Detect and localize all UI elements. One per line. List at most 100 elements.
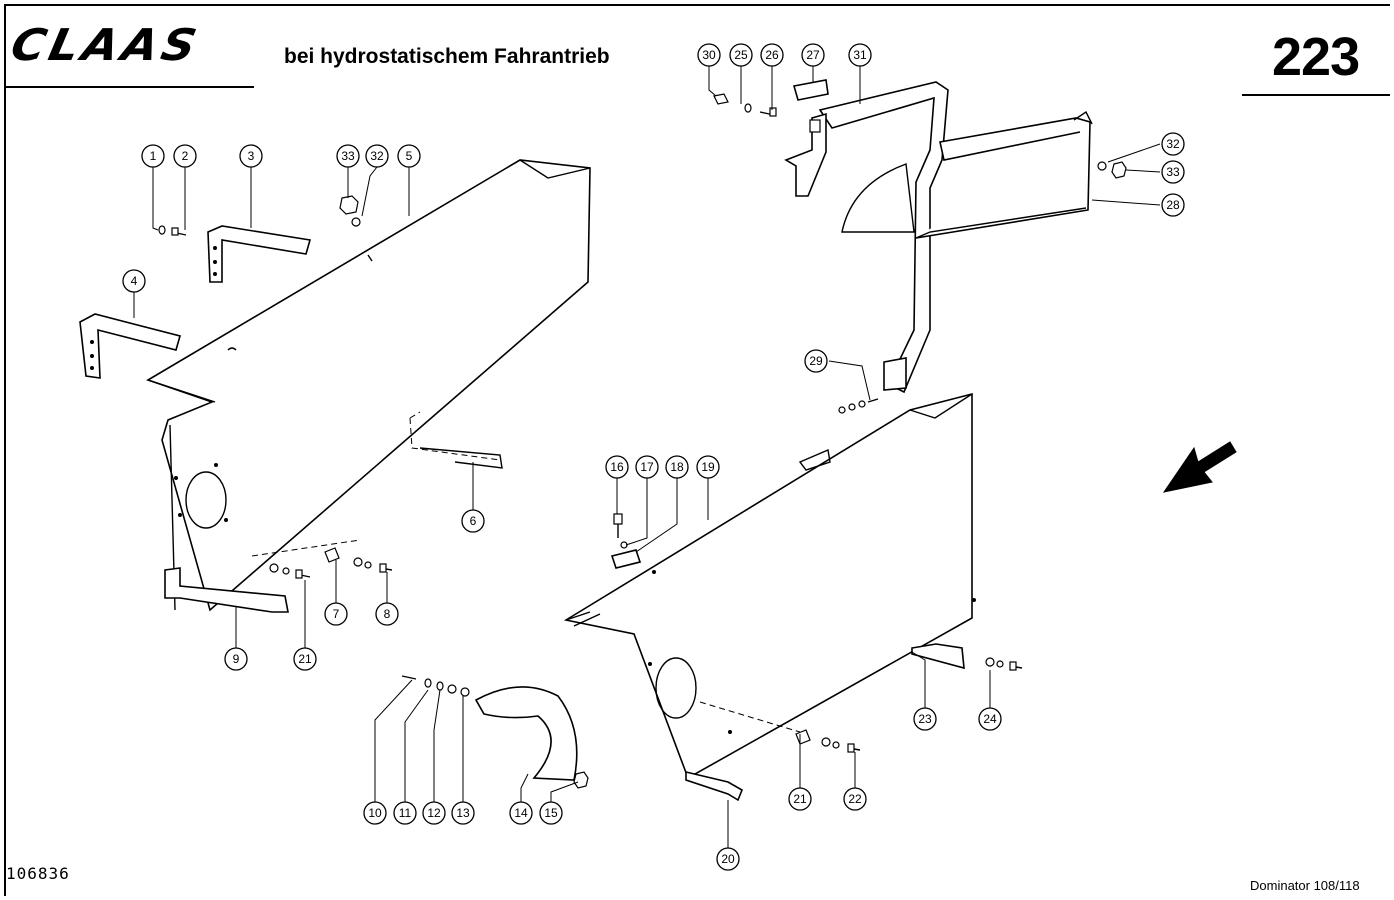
callout-label: 33 bbox=[341, 149, 355, 163]
callout-circle bbox=[393, 801, 417, 825]
callout-c11: 11 bbox=[393, 801, 417, 825]
callout-circle bbox=[375, 602, 399, 626]
callout-c1: 1 bbox=[141, 144, 165, 168]
callout-c31: 31 bbox=[848, 43, 872, 67]
hardware-32-33-right bbox=[1097, 161, 1127, 179]
right-cover-panel bbox=[563, 392, 976, 780]
callout-circle bbox=[697, 43, 721, 67]
callout-circle bbox=[696, 455, 720, 479]
callout-label: 32 bbox=[370, 149, 384, 163]
callout-label: 33 bbox=[1166, 165, 1180, 179]
callout-label: 1 bbox=[150, 149, 157, 163]
callout-label: 17 bbox=[640, 460, 654, 474]
callout-c6: 6 bbox=[461, 509, 485, 533]
bracket-23 bbox=[911, 643, 1023, 671]
callout-label: 21 bbox=[298, 652, 312, 666]
hardware-29 bbox=[838, 398, 879, 414]
bracket-9 bbox=[164, 567, 289, 613]
header-rule-left bbox=[4, 86, 254, 88]
callout-circle bbox=[1161, 193, 1185, 217]
callout-c28: 28 bbox=[1161, 193, 1185, 217]
model-name: Dominator 108/118 bbox=[1250, 878, 1360, 893]
callout-label: 13 bbox=[456, 806, 470, 820]
callout-label: 27 bbox=[806, 48, 820, 62]
callout-c23: 23 bbox=[913, 707, 937, 731]
callout-c14: 14 bbox=[509, 801, 533, 825]
callout-c3: 3 bbox=[239, 144, 263, 168]
callout-label: 31 bbox=[853, 48, 867, 62]
callout-c10: 10 bbox=[363, 801, 387, 825]
bracket-4 bbox=[79, 313, 181, 379]
callout-c32a: 32 bbox=[365, 144, 389, 168]
callout-circle bbox=[978, 707, 1002, 731]
callout-circle bbox=[224, 647, 248, 671]
callout-c12: 12 bbox=[422, 801, 446, 825]
callout-c13: 13 bbox=[451, 801, 475, 825]
callout-label: 4 bbox=[131, 274, 138, 288]
callout-label: 24 bbox=[983, 712, 997, 726]
callout-c32b: 32 bbox=[1161, 132, 1185, 156]
callout-circle bbox=[729, 43, 753, 67]
callout-c22: 22 bbox=[843, 787, 867, 811]
callout-c5: 5 bbox=[397, 144, 421, 168]
callout-c9: 9 bbox=[224, 647, 248, 671]
callout-c17: 17 bbox=[635, 455, 659, 479]
direction-arrow-icon bbox=[1162, 441, 1237, 493]
callout-c33a: 33 bbox=[336, 144, 360, 168]
callout-circle bbox=[843, 787, 867, 811]
callout-label: 9 bbox=[233, 652, 240, 666]
callout-circle bbox=[1161, 160, 1185, 184]
callout-circle bbox=[239, 144, 263, 168]
callout-label: 8 bbox=[384, 607, 391, 621]
callout-label: 22 bbox=[848, 792, 862, 806]
callout-c29: 29 bbox=[804, 349, 828, 373]
callout-c4: 4 bbox=[122, 269, 146, 293]
callout-circle bbox=[605, 455, 629, 479]
callout-label: 26 bbox=[765, 48, 779, 62]
callout-label: 21 bbox=[793, 792, 807, 806]
callout-circle bbox=[122, 269, 146, 293]
callout-circle bbox=[397, 144, 421, 168]
hardware-25-30 bbox=[713, 79, 829, 117]
cover-14 bbox=[474, 686, 589, 789]
callout-c26: 26 bbox=[760, 43, 784, 67]
callout-circle bbox=[804, 349, 828, 373]
support-frame-31 bbox=[784, 81, 949, 394]
callout-circle bbox=[324, 602, 348, 626]
header-rule-right bbox=[1242, 94, 1390, 96]
callout-c33b: 33 bbox=[1161, 160, 1185, 184]
callout-c20: 20 bbox=[716, 847, 740, 871]
callout-label: 23 bbox=[918, 712, 932, 726]
page-frame bbox=[4, 4, 1390, 896]
guard-plate-28 bbox=[915, 110, 1093, 239]
callout-circle bbox=[422, 801, 446, 825]
callout-label: 15 bbox=[544, 806, 558, 820]
callout-c15: 15 bbox=[539, 801, 563, 825]
callout-circle bbox=[141, 144, 165, 168]
bracket-3 bbox=[207, 225, 312, 283]
hardware-32-33-top bbox=[339, 195, 361, 227]
callout-circle bbox=[363, 801, 387, 825]
callout-label: 25 bbox=[734, 48, 748, 62]
callout-c18: 18 bbox=[665, 455, 689, 479]
callout-c21b: 21 bbox=[788, 787, 812, 811]
callout-label: 29 bbox=[809, 354, 823, 368]
callout-label: 5 bbox=[406, 149, 413, 163]
hardware-10-13 bbox=[401, 675, 470, 697]
callout-circle bbox=[788, 787, 812, 811]
callout-c30: 30 bbox=[697, 43, 721, 67]
callout-circle bbox=[293, 647, 317, 671]
callout-c19: 19 bbox=[696, 455, 720, 479]
bracket-6 bbox=[409, 411, 503, 469]
document-number: 106836 bbox=[6, 864, 70, 883]
callout-label: 16 bbox=[610, 460, 624, 474]
hardware-7-8-21-left bbox=[251, 539, 393, 579]
callout-circle bbox=[451, 801, 475, 825]
callout-c2: 2 bbox=[173, 144, 197, 168]
callout-label: 11 bbox=[399, 806, 412, 820]
callout-circle bbox=[635, 455, 659, 479]
callout-c7: 7 bbox=[324, 602, 348, 626]
